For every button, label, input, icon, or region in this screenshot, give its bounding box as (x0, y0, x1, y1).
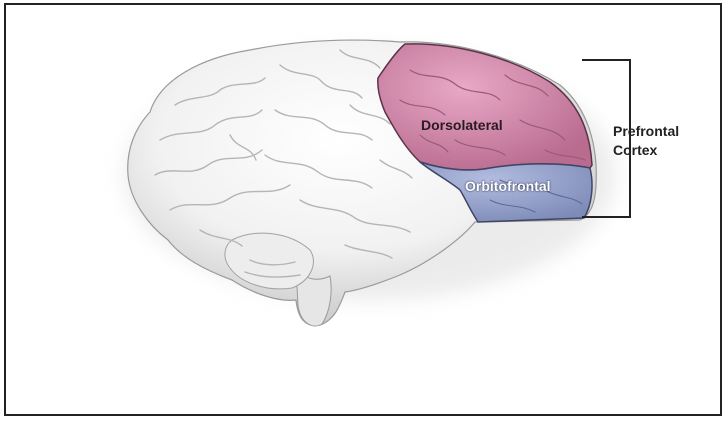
dorsolateral-region (378, 44, 592, 170)
orbitofrontal-label: Orbitofrontal (465, 178, 551, 194)
prefrontal-cortex-label-line2: Cortex (613, 141, 679, 160)
dorsolateral-label: Dorsolateral (421, 117, 503, 133)
prefrontal-cortex-label-line1: Prefrontal (613, 122, 679, 141)
prefrontal-cortex-label: Prefrontal Cortex (613, 122, 679, 160)
